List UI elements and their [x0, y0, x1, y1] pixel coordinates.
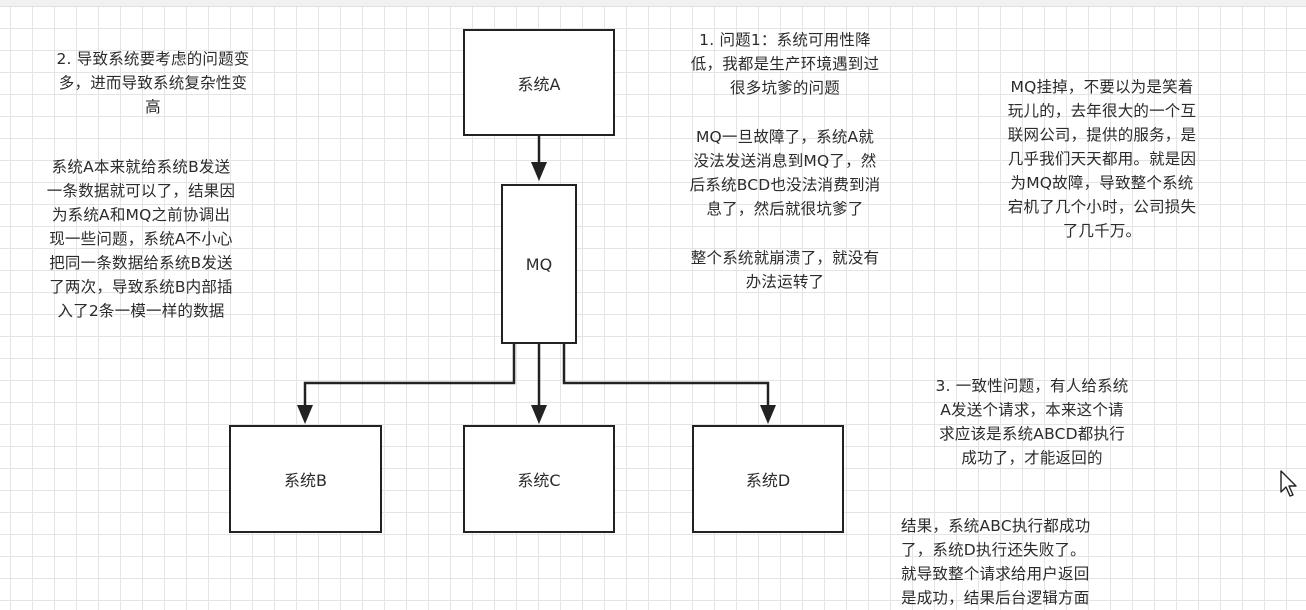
node-mq-label: MQ [525, 254, 553, 274]
mouse-cursor-icon [1280, 470, 1297, 497]
note-problem1-detail[interactable]: MQ一旦故障了，系统A就 没法发送消息到MQ了，然 后系统BCD也没法消费到消 … [689, 128, 881, 218]
note-problem3-detail[interactable]: 结果，系统ABC执行都成功 了，系统D执行还失败了。 就导致整个请求给用户返回 … [901, 517, 1091, 607]
arrowhead-b [297, 405, 313, 424]
node-system-a[interactable]: 系统A [463, 29, 615, 136]
canvas-top-edge [0, 0, 1306, 7]
node-mq[interactable]: MQ [501, 184, 577, 344]
edge-mq-to-d[interactable] [562, 343, 770, 408]
note-problem1-title[interactable]: 1. 问题1：系统可用性降 低，我都是生产环境遇到过 很多坑爹的问题 [690, 31, 880, 97]
note-problem2-detail[interactable]: 系统A本来就给系统B发送 一条数据就可以了，结果因 为系统A和MQ之前协调出 现… [46, 158, 236, 320]
node-system-b[interactable]: 系统B [229, 425, 382, 533]
node-system-c-label: 系统C [517, 471, 561, 490]
note-problem1-conclusion[interactable]: 整个系统就崩溃了，就没有 办法运转了 [690, 249, 880, 291]
edge-mq-to-b[interactable] [303, 343, 516, 408]
note-mq-outage-story[interactable]: MQ挂掉，不要以为是笑着 玩儿的，去年很大的一个互 联网公司，提供的服务，是 几… [1007, 78, 1197, 240]
node-system-d[interactable]: 系统D [692, 425, 844, 533]
arrowhead-mq [531, 162, 547, 181]
node-system-c[interactable]: 系统C [463, 425, 615, 533]
note-problem3-title[interactable]: 3. 一致性问题，有人给系统 A发送个请求，本来这个请 求应该是系统ABCD都执… [935, 377, 1129, 467]
node-system-b-label: 系统B [284, 471, 327, 490]
node-system-d-label: 系统D [745, 471, 791, 490]
arrowhead-d [760, 405, 776, 424]
arrowhead-c [531, 405, 547, 424]
note-problem2-title[interactable]: 2. 导致系统要考虑的问题变 多，进而导致系统复杂性变 高 [56, 50, 250, 116]
node-system-a-label: 系统A [517, 74, 561, 94]
